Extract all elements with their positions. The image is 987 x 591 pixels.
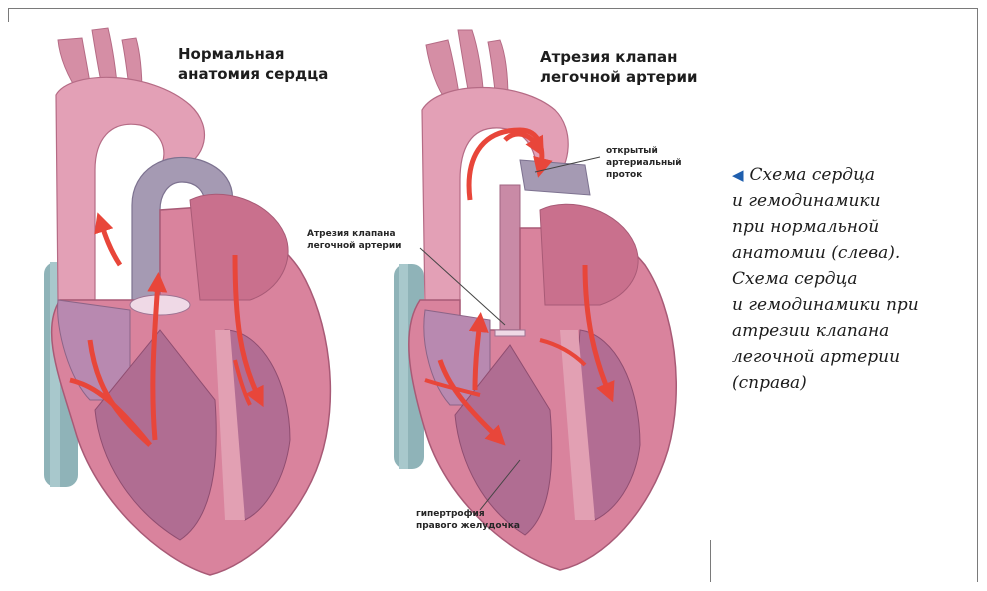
caption-line: Схема сердца	[732, 266, 967, 292]
caption-line: при нормальной	[732, 214, 967, 240]
normal-anatomy-title-line2: анатомия сердца	[178, 64, 328, 84]
atresia-heart-illustration	[394, 30, 676, 570]
label-ductus-line2: артериальный	[606, 157, 682, 169]
figure-caption: ◀ Схема сердца и гемодинамики при нормаль…	[732, 162, 967, 396]
normal-heart-illustration	[44, 28, 330, 575]
label-hypertrophy-line1: гипертрофия	[416, 508, 485, 520]
ductus-arteriosus	[520, 160, 590, 195]
blood-flow-arrow	[100, 220, 120, 265]
label-ductus-line1: открытый	[606, 145, 658, 157]
label-valve-atresia-line2: легочной артерии	[307, 240, 402, 252]
normal-anatomy-title-line1: Нормальная	[178, 44, 285, 64]
label-hypertrophy-line2: правого желудочка	[416, 520, 520, 532]
caption-line: атрезии клапана	[732, 318, 967, 344]
atresia-title-line1: Атрезия клапан	[540, 47, 677, 67]
atresia-title-line2: легочной артерии	[540, 67, 698, 87]
label-ductus-line3: проток	[606, 169, 642, 181]
hypoplastic-pulmonary-artery	[500, 185, 520, 330]
caption-line: и гемодинамики	[732, 188, 967, 214]
left-triangle-icon: ◀	[732, 166, 744, 184]
caption-line: (справа)	[732, 370, 967, 396]
caption-line: анатомии (слева).	[732, 240, 967, 266]
caption-line: и гемодинамики при	[732, 292, 967, 318]
caption-line: легочной артерии	[732, 344, 967, 370]
label-valve-atresia-line1: Атрезия клапана	[307, 228, 396, 240]
caption-line: Схема сердца	[750, 165, 876, 185]
